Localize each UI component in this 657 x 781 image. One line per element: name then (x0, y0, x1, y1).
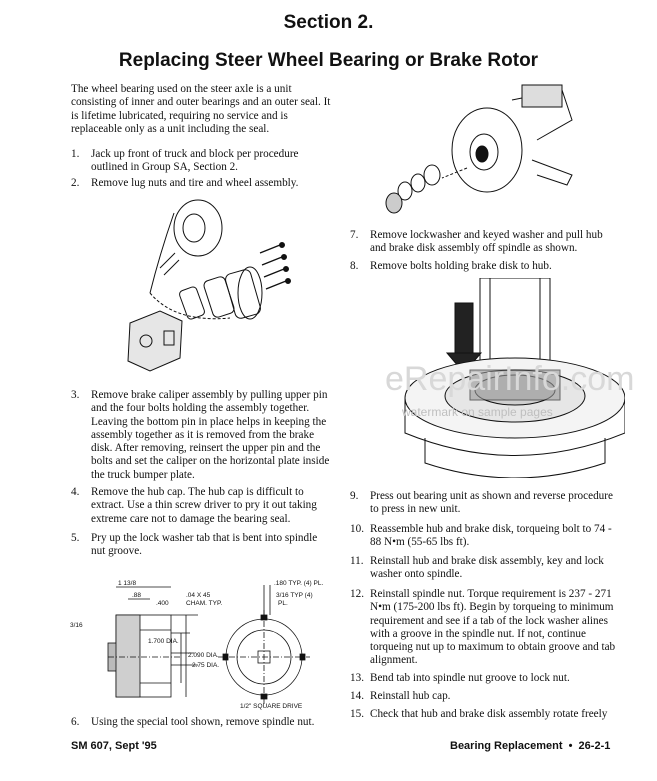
dim-label: .400 (156, 600, 169, 607)
step-15: 15. Check that hub and brake disk assemb… (350, 708, 635, 721)
dim-label: 3/16 (70, 622, 83, 629)
dim-label: .180 TYP. (4) PL. (274, 580, 323, 587)
step-7: 7. Remove lockwasher and keyed washer an… (350, 229, 612, 256)
step-number: 8. (350, 260, 359, 272)
dim-label: 3/16 TYP (4) (276, 592, 313, 599)
watermark-logo: eRepairInfo.com (385, 360, 635, 398)
bearing-press-illustration (404, 278, 625, 478)
step-6: 6. Using the special tool shown, remove … (71, 716, 333, 729)
dim-label: PL. (278, 600, 288, 607)
step-number: 11. (350, 555, 364, 567)
step-number: 5. (71, 532, 80, 544)
step-2: 2. Remove lug nuts and tire and wheel as… (71, 177, 333, 190)
step-text: Remove bolts holding brake disk to hub. (370, 260, 552, 272)
step-text: Remove brake caliper assembly by pulling… (91, 389, 330, 481)
step-13: 13. Bend tab into spindle nut groove to … (350, 672, 620, 685)
step-text: Pry up the lock washer tab that is bent … (91, 532, 318, 558)
step-8: 8. Remove bolts holding brake disk to hu… (350, 260, 612, 273)
step-14: 14. Reinstall hub cap. (350, 690, 620, 703)
hub-removal-illustration (385, 84, 573, 214)
step-4: 4. Remove the hub cap. The hub cap is di… (71, 486, 333, 526)
watermark-subtext: watermark on sample pages (402, 405, 553, 419)
footer-page-ref: Bearing Replacement • 26-2-1 (450, 740, 611, 752)
step-text: Bend tab into spindle nut groove to lock… (370, 672, 570, 684)
section-heading: Section 2. (283, 12, 374, 33)
step-text: Press out bearing unit as shown and reve… (370, 490, 613, 516)
dim-label: 2.75 DIA. (192, 662, 219, 669)
footer-manual-ref: SM 607, Sept '95 (71, 740, 157, 752)
step-3: 3. Remove brake caliper assembly by pull… (71, 389, 333, 482)
step-number: 2. (71, 177, 80, 189)
dim-label: 1 13/8 (118, 580, 136, 587)
step-text: Reassemble hub and brake disk, torqueing… (370, 523, 612, 549)
step-number: 12. (350, 588, 364, 600)
step-9: 9. Press out bearing unit as shown and r… (350, 490, 620, 517)
caliper-exploded-illustration (127, 199, 291, 372)
step-text: Reinstall spindle nut. Torque requiremen… (370, 588, 616, 667)
step-number: 1. (71, 148, 80, 160)
step-text: Reinstall hub and brake disk assembly, k… (370, 555, 604, 581)
dim-label: .04 X 45 (186, 592, 211, 599)
step-number: 10. (350, 523, 364, 535)
step-number: 3. (71, 389, 80, 401)
spindle-nut-tool-drawing: 1 13/8 .88 .400 .04 X 45 CHAM. TYP. .180… (70, 580, 323, 710)
step-number: 13. (350, 672, 364, 684)
dim-label: 1.700 DIA. (148, 638, 179, 645)
step-number: 6. (71, 716, 80, 728)
dim-label: .88 (132, 592, 141, 599)
step-number: 9. (350, 490, 359, 502)
step-text: Remove lockwasher and keyed washer and p… (370, 229, 603, 255)
step-text: Using the special tool shown, remove spi… (91, 716, 315, 728)
step-text: Remove lug nuts and tire and wheel assem… (91, 177, 299, 189)
step-11: 11. Reinstall hub and brake disk assembl… (350, 555, 620, 582)
page-title: Replacing Steer Wheel Bearing or Brake R… (118, 50, 539, 71)
dim-label: 1/2" SQUARE DRIVE (240, 703, 303, 710)
dim-label: 2.090 DIA. (188, 652, 219, 659)
step-number: 7. (350, 229, 359, 241)
step-5: 5. Pry up the lock washer tab that is be… (71, 532, 333, 559)
step-10: 10. Reassemble hub and brake disk, torqu… (350, 523, 620, 550)
step-12: 12. Reinstall spindle nut. Torque requir… (350, 588, 620, 668)
step-number: 4. (71, 486, 80, 498)
step-text: Remove the hub cap. The hub cap is diffi… (91, 486, 317, 525)
step-number: 14. (350, 690, 364, 702)
step-1: 1. Jack up front of truck and block per … (71, 148, 333, 175)
intro-paragraph: The wheel bearing used on the steer axle… (71, 83, 331, 135)
dim-label: CHAM. TYP. (186, 600, 222, 607)
step-text: Check that hub and brake disk assembly r… (370, 708, 608, 720)
step-text: Jack up front of truck and block per pro… (91, 148, 299, 174)
step-text: Reinstall hub cap. (370, 690, 451, 702)
step-number: 15. (350, 708, 364, 720)
